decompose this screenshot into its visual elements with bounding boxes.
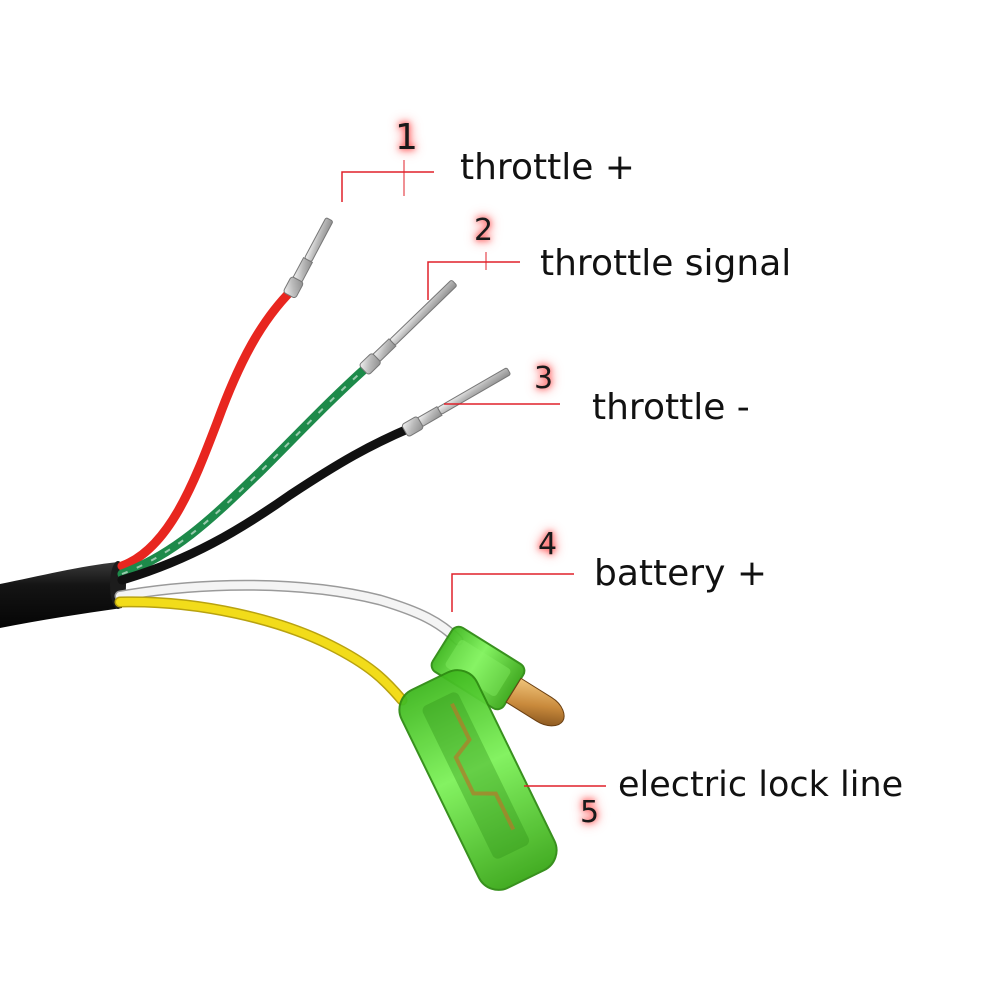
label-battery-plus: battery + [594, 553, 768, 594]
terminal-3 [401, 367, 511, 437]
wire-black [117, 423, 415, 585]
leader-line-1 [341, 171, 434, 202]
callout-number-3: 3 [534, 361, 554, 396]
leader-line-4 [451, 573, 574, 612]
lock-connector [398, 669, 558, 891]
callout-number-5: 5 [580, 795, 600, 830]
cable-jacket [0, 562, 122, 628]
callout-number-1: 1 [395, 117, 418, 158]
label-throttle-minus: throttle - [592, 387, 750, 428]
label-throttle-plus: throttle + [460, 147, 635, 188]
terminal-2 [359, 280, 457, 375]
label-throttle-signal: throttle signal [540, 243, 792, 284]
leader-line-2 [427, 261, 520, 300]
terminal-1 [283, 217, 333, 299]
battery-connector [430, 625, 565, 727]
wire-red [117, 285, 297, 571]
callout-number-4: 4 [538, 527, 558, 562]
callout-number-2: 2 [474, 213, 494, 248]
label-electric-lock-line: electric lock line [618, 765, 904, 805]
leader-lines [341, 160, 606, 787]
